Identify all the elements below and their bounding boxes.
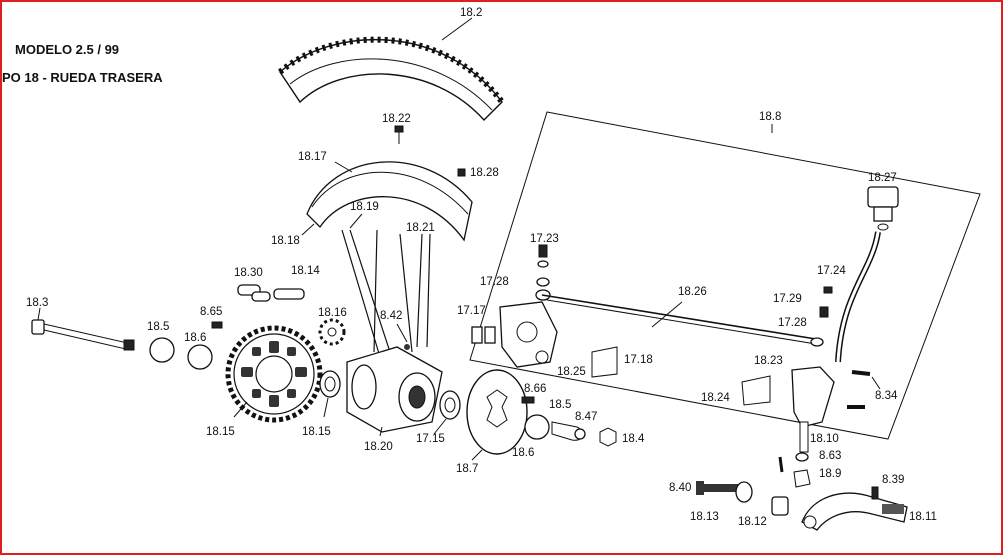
- brake-hose-18-26: [541, 294, 823, 341]
- callout-18-25: 18.25: [557, 366, 586, 378]
- callout-18-9: 18.9: [819, 468, 841, 480]
- callout-17-24: 17.24: [817, 265, 846, 277]
- callout-18-5-left: 18.5: [147, 321, 169, 333]
- brake-caliper-drawing: [499, 301, 558, 368]
- callout-18-27: 18.27: [868, 172, 897, 184]
- callout-17-29: 17.29: [773, 293, 802, 305]
- callout-18-12: 18.12: [738, 516, 767, 528]
- brake-pad-left: [471, 326, 483, 344]
- hub-drawing: [346, 344, 443, 433]
- fluid-reservoir-18-27: [867, 186, 899, 231]
- bolt-18-22: [394, 125, 404, 133]
- callout-18-2: 18.2: [460, 7, 482, 19]
- clevis-18-9: [793, 469, 811, 488]
- callout-18-14: 18.14: [291, 265, 320, 277]
- spacer-18-5-left: [149, 337, 175, 363]
- callout-18-7: 18.7: [456, 463, 478, 475]
- pedal-pivot-bolt-8-40: [696, 481, 738, 495]
- bolt-8-66: [521, 396, 535, 404]
- spacer-18-6-right: [524, 414, 550, 440]
- part-17-29: [819, 306, 829, 318]
- callout-18-26: 18.26: [678, 286, 707, 298]
- callout-18-30: 18.30: [234, 267, 263, 279]
- callout-18-15-left: 18.15: [206, 426, 235, 438]
- callout-8-42: 8.42: [380, 310, 402, 322]
- valve-18-28: [457, 168, 466, 177]
- brake-group-box: [469, 111, 981, 440]
- callout-17-15: 17.15: [416, 433, 445, 445]
- callout-8-34: 8.34: [875, 390, 898, 402]
- callout-18-19: 18.19: [350, 201, 379, 213]
- callout-17-23: 17.23: [530, 233, 559, 245]
- rear-sprocket-drawing: [225, 325, 323, 423]
- chain-links-drawing: [237, 284, 305, 302]
- callout-8-47: 8.47: [575, 411, 597, 423]
- master-cylinder-18-23: [791, 366, 835, 453]
- callout-18-10: 18.10: [810, 433, 839, 445]
- callout-18-17: 18.17: [298, 151, 327, 163]
- callout-18-3: 18.3: [26, 297, 48, 309]
- model-title: MODELO 2.5 / 99: [15, 42, 120, 57]
- callout-18-8: 18.8: [759, 111, 781, 123]
- callout-17-17: 17.17: [457, 305, 486, 317]
- callout-18-5-right: 18.5: [549, 399, 571, 411]
- callout-18-21: 18.21: [406, 222, 435, 234]
- callout-18-15-right: 18.15: [302, 426, 331, 438]
- nut-18-4: [599, 427, 617, 447]
- callout-18-18: 18.18: [271, 235, 300, 247]
- brake-disc-drawing: [466, 369, 528, 455]
- pad-pin-18-25: [591, 346, 618, 378]
- pad-pin-18-24: [741, 375, 771, 406]
- callout-18-28: 18.28: [470, 167, 499, 179]
- callout-18-24: 18.24: [701, 392, 730, 404]
- callout-18-4: 18.4: [622, 433, 645, 445]
- nut-8-63: [795, 452, 809, 462]
- callout-8-39: 8.39: [882, 474, 904, 486]
- callout-8-65: 8.65: [200, 306, 222, 318]
- axle-drawing: [31, 319, 135, 351]
- callout-18-22: 18.22: [382, 113, 411, 125]
- group-title: PO 18 - RUEDA TRASERA: [2, 70, 163, 85]
- callout-8-40: 8.40: [669, 482, 691, 494]
- callout-8-63: 8.63: [819, 450, 841, 462]
- spokes-drawing: [341, 229, 431, 358]
- banjo-bolt-17-23: [535, 244, 551, 301]
- callout-17-18: 17.18: [624, 354, 653, 366]
- rim-band-drawing: [306, 161, 473, 242]
- spacer-18-6-left: [187, 344, 213, 370]
- callout-17-28-lower: 17.28: [778, 317, 807, 329]
- callout-18-6-right: 18.6: [512, 447, 534, 459]
- bolt-8-34-top: [851, 370, 871, 376]
- part-17-24: [823, 286, 833, 294]
- callout-18-6-left: 18.6: [184, 332, 206, 344]
- callout-18-23: 18.23: [754, 355, 783, 367]
- callout-18-20: 18.20: [364, 441, 393, 453]
- bushing-18-12: [771, 496, 789, 516]
- callout-18-11: 18.11: [909, 511, 937, 523]
- callout-18-13: 18.13: [690, 511, 719, 523]
- callout-17-28-upper: 17.28: [480, 276, 509, 288]
- spacer-18-13: [735, 481, 753, 503]
- callout-18-16: 18.16: [318, 307, 347, 319]
- brake-pedal-18-11: [801, 492, 908, 531]
- tire-drawing: [278, 36, 505, 122]
- callout-8-66: 8.66: [524, 383, 546, 395]
- brake-pad-right: [484, 326, 496, 344]
